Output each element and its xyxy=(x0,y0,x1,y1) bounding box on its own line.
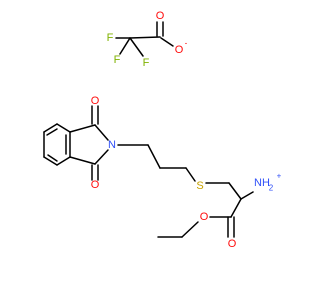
oxygen-atom-label: O xyxy=(91,95,100,107)
fluorine-atom-label: F xyxy=(107,32,114,44)
nitrogen-atom-label: N xyxy=(108,139,116,151)
bond-aromatic xyxy=(56,123,71,133)
bond-ch-n xyxy=(240,191,254,200)
bond-ch2-ch xyxy=(228,182,242,200)
cysteine-ethyl-ester: O O NH 2 + xyxy=(157,172,282,250)
negative-charge: - xyxy=(185,39,188,48)
bond-ch-c xyxy=(230,198,242,218)
oxygen-atom-label: O xyxy=(91,179,100,191)
bond-c-o-single xyxy=(160,37,174,47)
bond-c-f-bottom-right xyxy=(129,37,144,57)
bond-c-f-bottom-left xyxy=(119,37,131,55)
sulfur-atom-label: S xyxy=(196,180,203,192)
ammonium-subscript: 2 xyxy=(269,184,274,193)
bond-aromatic-inner xyxy=(47,154,58,162)
ammonium-atom-label: NH xyxy=(254,177,270,189)
bond-c-c xyxy=(69,156,96,165)
bond-aromatic xyxy=(56,156,71,166)
bond-aromatic xyxy=(43,156,58,166)
molecule-structure-diagram: O O - F F F O O N xyxy=(43,10,282,250)
bond-aromatic xyxy=(43,123,58,133)
bond-aromatic-inner xyxy=(46,128,58,136)
fluorine-atom-label: F xyxy=(143,57,150,69)
bond-o-ch2 xyxy=(181,221,199,238)
trifluoroacetate-anion: O O - F F F xyxy=(107,10,188,69)
bond-c-cf3 xyxy=(129,36,161,39)
bond-c-n xyxy=(94,124,109,141)
bond-n-c xyxy=(94,149,109,165)
oxygen-atom-label: O xyxy=(228,238,237,250)
fluorine-atom-label: F xyxy=(114,54,121,66)
positive-charge: + xyxy=(277,172,282,181)
oxygen-atom-label: O xyxy=(156,10,165,22)
bond-ch2-s xyxy=(185,167,196,182)
propyl-thio-chain: S xyxy=(117,144,204,192)
phthalimide-group: O O N xyxy=(43,95,116,191)
oxygen-atom-label: O xyxy=(175,44,184,56)
bond-c-c xyxy=(69,124,96,133)
oxygen-atom-label: O xyxy=(200,211,209,223)
bond-ch2-ch2 xyxy=(147,144,161,169)
